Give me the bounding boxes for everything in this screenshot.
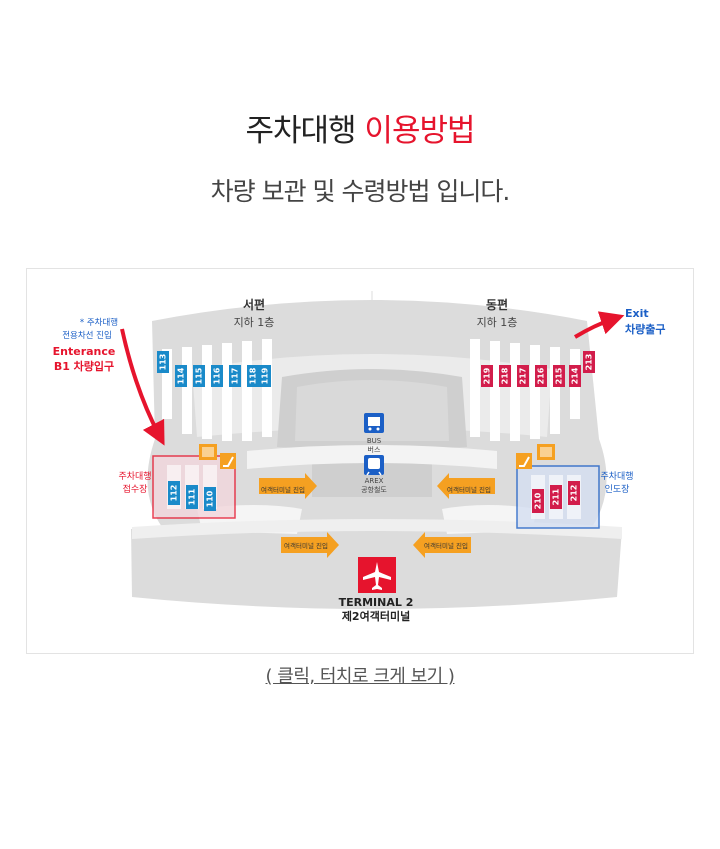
bay-badge: 113: [159, 354, 168, 371]
entrance-note-1: * 주차대행: [80, 317, 118, 328]
svg-text:여객터미널 진입: 여객터미널 진입: [261, 485, 305, 494]
escalator-icon: [220, 453, 236, 469]
bay-badge: 214: [571, 367, 580, 384]
elevator-icon: [199, 444, 217, 460]
title-main: 주차대행: [245, 113, 356, 149]
bay-badge: 116: [213, 367, 222, 384]
exit-label-kr: 차량출구: [625, 322, 665, 336]
bay-badge: 217: [519, 368, 528, 385]
elevator-icon: [537, 444, 555, 460]
train-icon: [364, 455, 384, 476]
passenger-entry-arrow: 여객터미널 진입: [437, 473, 495, 499]
bay-badge: 117: [231, 368, 240, 385]
entrance-label-kr: B1 차량입구: [54, 359, 114, 373]
bay-badge: 111: [188, 488, 197, 505]
entrance-note-2: 전용차선 진입: [62, 330, 112, 341]
zoom-link[interactable]: ( 클릭, 터치로 크게 보기 ): [265, 666, 455, 687]
east-name: 동편: [486, 297, 508, 312]
bus-label-en: BUS: [367, 437, 382, 445]
page-title: 주차대행 이용방법: [0, 105, 720, 150]
east-bays: 219 218 217 216 215 214 213: [481, 351, 595, 387]
west-bays: 113 114 115 116 117 118 119: [157, 351, 271, 387]
delivery-label-2: 인도장: [605, 484, 630, 495]
bay-badge: 211: [552, 488, 561, 505]
bay-badge: 210: [534, 492, 543, 509]
bay-badge: 219: [483, 367, 492, 384]
airplane-icon: [358, 557, 396, 593]
bay-badge: 112: [170, 485, 179, 502]
delivery-label-1: 주차대행: [600, 470, 633, 482]
entrance-label-en: Enterance: [53, 345, 116, 358]
arex-label-kr: 공항철도: [361, 485, 387, 494]
terminal-label-en: TERMINAL 2: [339, 596, 414, 609]
passenger-entry-arrow: 여객터미널 진입: [259, 473, 317, 499]
bay-badge: 114: [177, 367, 186, 384]
east-floor: 지하 1층: [477, 315, 518, 329]
bus-label-kr: 버스: [368, 445, 381, 454]
bay-badge: 119: [261, 367, 270, 384]
svg-text:여객터미널 진입: 여객터미널 진입: [447, 485, 491, 494]
bus-icon: [364, 413, 384, 433]
page-subtitle: 차량 보관 및 수령방법 입니다.: [210, 177, 511, 206]
west-name: 서편: [243, 297, 265, 312]
escalator-icon: [516, 453, 532, 469]
reception-area[interactable]: 112 111 110: [152, 455, 236, 519]
svg-text:여객터미널 진입: 여객터미널 진입: [284, 541, 328, 550]
zoom-link-row: ( 클릭, 터치로 크게 보기 ): [0, 662, 720, 688]
delivery-area[interactable]: 210 211 212: [516, 465, 600, 529]
exit-label-en: Exit: [625, 307, 649, 320]
reception-label-1: 주차대행: [118, 470, 151, 482]
bay-badge: 216: [537, 367, 546, 384]
passenger-entry-arrow: 여객터미널 진입: [281, 532, 339, 558]
exit-arrow: [573, 311, 625, 339]
bay-badge: 110: [206, 490, 215, 507]
svg-text:여객터미널 진입: 여객터미널 진입: [424, 541, 468, 550]
bay-badge: 213: [585, 354, 594, 371]
bay-badge: 215: [555, 367, 564, 384]
west-floor: 지하 1층: [234, 315, 275, 329]
bay-badge: 118: [249, 367, 258, 384]
east-stalls: [470, 339, 580, 441]
reception-label-2: 접수장: [123, 483, 148, 495]
terminal-label-kr: 제2여객터미널: [342, 609, 410, 623]
bay-badge: 212: [570, 485, 579, 502]
arex-label-en: AREX: [365, 477, 384, 485]
passenger-entry-arrow: 여객터미널 진입: [413, 532, 471, 558]
parking-map-svg: 서편 지하 1층 동편 지하 1층 * 주차대행 전용차선 진입 Enteran…: [53, 291, 665, 623]
parking-map[interactable]: 서편 지하 1층 동편 지하 1층 * 주차대행 전용차선 진입 Enteran…: [26, 268, 694, 654]
bay-badge: 218: [501, 367, 510, 384]
entrance-arrow: [120, 328, 165, 446]
title-accent: 이용방법: [364, 113, 475, 149]
bay-badge: 115: [195, 367, 204, 384]
